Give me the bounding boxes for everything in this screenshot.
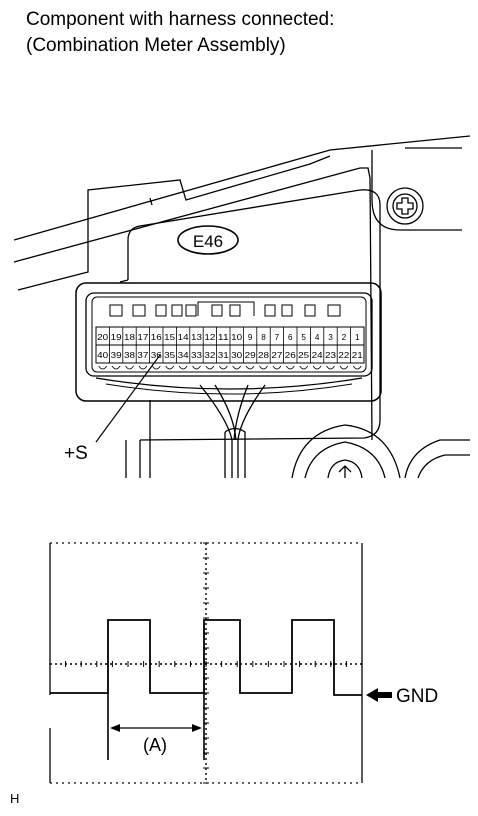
terminal-number: 35	[164, 351, 176, 360]
gnd-label: GND	[396, 686, 438, 707]
pin-shroud-bumps	[98, 365, 362, 370]
terminal-number: 22	[338, 351, 350, 360]
pin-shroud-bump	[125, 365, 134, 370]
terminal-number: 17	[137, 333, 149, 342]
terminal-number: 3	[328, 333, 333, 342]
diagram-title-line1: Component with harness connected:	[26, 9, 335, 30]
pin-shroud-bump	[178, 365, 188, 370]
bottom-screw-icon	[327, 459, 363, 479]
connector-code-badge: E46	[177, 225, 239, 255]
pin-shroud-bump	[285, 365, 295, 370]
gnd-marker: GND	[366, 686, 438, 707]
pin-shroud-bump	[312, 365, 322, 370]
terminal-number: 2	[342, 333, 347, 342]
terminal-number: 4	[315, 333, 320, 342]
pin-grid	[109, 327, 352, 363]
terminal-number: 39	[111, 351, 123, 360]
terminal-number: 7	[275, 333, 280, 342]
terminal-number: 37	[137, 351, 149, 360]
terminal-number: 8	[261, 333, 266, 342]
terminal-callout: +S	[64, 354, 161, 464]
terminal-number: 19	[111, 333, 123, 342]
terminal-number: 13	[191, 333, 203, 342]
terminal-number: 5	[301, 333, 306, 342]
diagram-title-line2: (Combination Meter Assembly)	[26, 35, 286, 56]
terminal-number: 32	[204, 351, 216, 360]
terminal-number: 21	[352, 351, 364, 360]
pin-shroud-bump	[259, 365, 268, 370]
terminal-number: 26	[285, 351, 297, 360]
terminal-number: 6	[288, 333, 293, 342]
pin-shroud-bump	[299, 365, 309, 370]
pin-shroud-bump	[272, 365, 282, 370]
terminal-number: 34	[178, 351, 190, 360]
terminal-number: 29	[245, 351, 257, 360]
terminal-number: 27	[271, 351, 283, 360]
terminal-number: 11	[218, 333, 230, 342]
meter-housing	[13, 135, 471, 479]
waveform-trace	[50, 619, 362, 760]
terminal-number: 38	[124, 351, 136, 360]
terminal-number: 40	[97, 351, 109, 360]
pin-shroud-bump	[245, 365, 255, 370]
connector-lock-tabs	[109, 301, 341, 317]
period-label: (A)	[143, 735, 167, 755]
terminal-label-plus-s: +S	[64, 443, 88, 464]
pin-shroud-bump	[232, 365, 242, 370]
terminal-number: 9	[248, 333, 253, 342]
terminal-number: 33	[191, 351, 203, 360]
terminal-number: 30	[231, 351, 243, 360]
terminal-number: 15	[164, 333, 176, 342]
terminal-number: 10	[231, 333, 243, 342]
terminal-number: 14	[178, 333, 190, 342]
pin-shroud-bump	[151, 365, 161, 370]
pin-shroud-bump	[138, 365, 148, 370]
terminal-number: 24	[312, 351, 324, 360]
connector-face	[75, 282, 382, 402]
terminal-number: 16	[151, 333, 163, 342]
terminal-number: 12	[204, 333, 216, 342]
connector-code: E46	[193, 232, 223, 251]
terminal-number: 1	[355, 333, 360, 342]
pin-shroud-bump	[326, 365, 335, 370]
period-dimension: (A)	[110, 724, 202, 755]
terminal-number: 31	[218, 351, 230, 360]
terminal-number: 36	[151, 351, 163, 360]
pin-shroud-bump	[339, 365, 349, 370]
arrow-left-icon	[366, 688, 392, 702]
pin-shroud-bump	[98, 365, 108, 370]
terminal-number: 25	[298, 351, 310, 360]
pin-shroud-bump	[218, 365, 228, 370]
terminal-number: 18	[124, 333, 136, 342]
pin-shroud-bump	[205, 365, 215, 370]
screw-head-icon	[386, 187, 424, 225]
figure-code: H	[10, 791, 19, 806]
terminal-number: 20	[97, 333, 109, 342]
terminal-number: 23	[325, 351, 337, 360]
oscilloscope-grid	[49, 542, 363, 784]
terminal-number: 28	[258, 351, 270, 360]
pin-shroud-bump	[165, 365, 175, 370]
pin-shroud-bump	[111, 365, 121, 370]
pin-shroud-bump	[192, 365, 201, 370]
pin-shroud-bump	[352, 365, 362, 370]
